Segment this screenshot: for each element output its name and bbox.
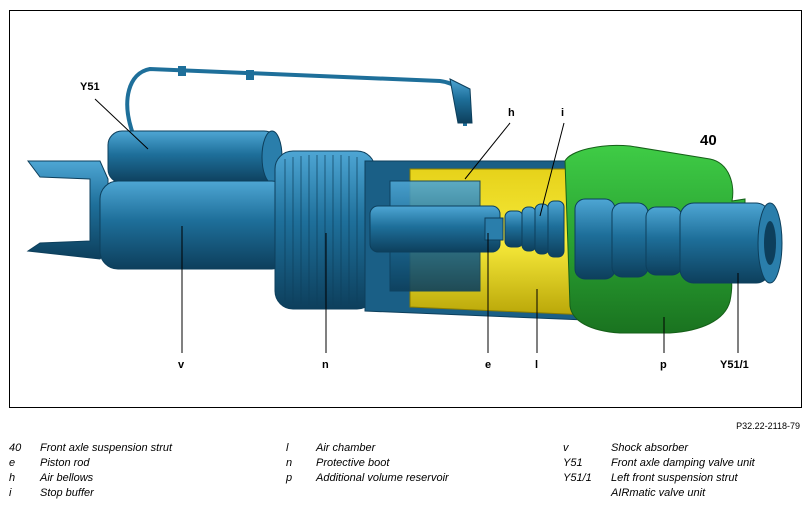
legend-text: Left front suspension strut [611, 472, 738, 484]
legend-text: Stop buffer [40, 487, 94, 499]
legend-key: p [286, 472, 293, 484]
callout-40: 40 [700, 132, 717, 149]
air-pipe [125, 66, 467, 132]
suspension-strut-illustration [26, 66, 783, 353]
figure-reference: P32.22-2118-79 [736, 421, 800, 431]
legend-text: Piston rod [40, 457, 90, 469]
callout-Y51-1: Y51/1 [720, 359, 749, 371]
callout-p: p [660, 359, 667, 371]
legend-text: Protective boot [316, 457, 390, 469]
legend-key: l [286, 442, 289, 454]
legend-text: Additional volume reservoir [316, 472, 449, 484]
legend-text: AIRmatic valve unit [611, 487, 706, 499]
legend-text: Air chamber [316, 442, 376, 454]
legend-key: v [563, 442, 569, 454]
legend-key: i [9, 487, 12, 499]
legend-key: h [9, 472, 16, 484]
callout-l: l [535, 359, 539, 371]
callout-n: n [322, 359, 329, 371]
boot-ribs [284, 155, 358, 305]
legend-key: e [9, 457, 16, 469]
legend-key: Y51/1 [563, 472, 592, 484]
mount-bracket [26, 160, 109, 260]
callout-Y51: Y51 [80, 81, 100, 93]
leader-i [539, 122, 565, 217]
shock-absorber-body [99, 180, 291, 270]
legend-text: Shock absorber [611, 442, 689, 454]
piston-rod-end [484, 217, 504, 241]
callout-i: i [561, 107, 565, 119]
pipe-clip [246, 70, 254, 80]
air-pipe-fitting [449, 78, 473, 124]
callout-e: e [485, 359, 492, 371]
diagram-frame: Y51 40 h i v n e l p Y51/1 [9, 10, 802, 408]
legend-text: Front axle suspension strut [40, 442, 173, 454]
leader-Y51 [94, 98, 149, 150]
leader-lines [94, 98, 739, 353]
legend-text: Front axle damping valve unit [611, 457, 755, 469]
airmatic-valve-unit [574, 198, 783, 284]
legend-key: n [286, 457, 293, 469]
piston-rod [369, 205, 501, 253]
callout-h: h [508, 107, 515, 119]
legend-text: Air bellows [40, 472, 94, 484]
legend-key: 40 [9, 442, 22, 454]
pipe-clip [178, 66, 186, 76]
damping-valve-unit [107, 130, 279, 184]
leader-h [464, 122, 511, 180]
callout-v: v [178, 359, 185, 371]
legend-key: Y51 [563, 457, 583, 469]
stop-buffer [504, 200, 565, 258]
